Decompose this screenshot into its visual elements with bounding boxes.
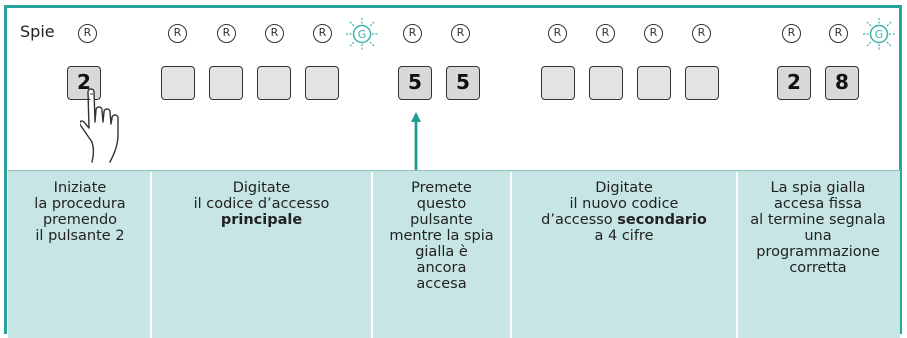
red-led-icon: R: [265, 24, 284, 43]
red-led-icon: R: [168, 24, 187, 43]
red-led-icon: R: [78, 24, 97, 43]
key-2[interactable]: 2: [777, 66, 811, 100]
step-2-text: Digitate il codice d’accesso principale: [193, 180, 330, 228]
green-led-blinking-icon: G: [863, 18, 895, 50]
key-2[interactable]: 2: [67, 66, 101, 100]
key-blank[interactable]: [589, 66, 623, 100]
green-led-letter: G: [875, 28, 884, 41]
step-1-text: Iniziate la procedura premendo il pulsan…: [34, 180, 126, 244]
key-blank[interactable]: [305, 66, 339, 100]
red-led-icon: R: [782, 24, 801, 43]
key-blank[interactable]: [161, 66, 195, 100]
red-led-icon: R: [403, 24, 422, 43]
step-3-text: Premete questo pulsante mentre la spia g…: [389, 180, 494, 292]
green-led-blinking-icon: G: [346, 18, 378, 50]
red-led-icon: R: [692, 24, 711, 43]
key-5[interactable]: 5: [446, 66, 480, 100]
instructions-panel: [8, 170, 900, 338]
red-led-icon: R: [313, 24, 332, 43]
spie-label: Spie: [20, 22, 55, 41]
red-led-icon: R: [596, 24, 615, 43]
red-led-icon: R: [829, 24, 848, 43]
green-led-letter: G: [358, 28, 367, 41]
divider: [736, 172, 738, 338]
key-blank[interactable]: [637, 66, 671, 100]
key-blank[interactable]: [209, 66, 243, 100]
key-8[interactable]: 8: [825, 66, 859, 100]
red-led-icon: R: [217, 24, 236, 43]
step-4-text: Digitate il nuovo codice d’accesso secon…: [541, 180, 707, 244]
key-blank[interactable]: [685, 66, 719, 100]
red-led-icon: R: [548, 24, 567, 43]
arrow-up-icon: [411, 112, 421, 174]
diagram-frame: [4, 5, 902, 334]
divider: [150, 172, 152, 338]
divider: [510, 172, 512, 338]
step-5-text: La spia gialla accesa fissa al termine s…: [750, 180, 886, 276]
divider: [371, 172, 373, 338]
pointing-hand-icon: [80, 88, 119, 163]
key-blank[interactable]: [257, 66, 291, 100]
key-blank[interactable]: [541, 66, 575, 100]
key-5[interactable]: 5: [398, 66, 432, 100]
red-led-icon: R: [451, 24, 470, 43]
red-led-icon: R: [644, 24, 663, 43]
